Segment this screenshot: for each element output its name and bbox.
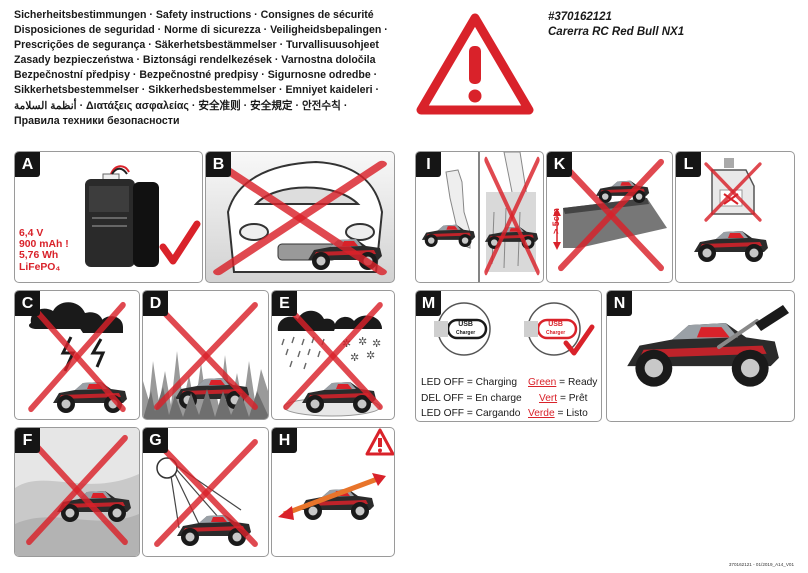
panel-d: D — [142, 290, 269, 420]
battery-chemistry: LiFePO₄ — [19, 261, 61, 273]
warning-triangle-icon — [416, 13, 534, 115]
panel-label: H — [272, 428, 297, 453]
street-traffic-illustration — [206, 152, 394, 282]
panel-label: N — [607, 291, 632, 316]
led-state: Listo — [566, 408, 588, 419]
thunderstorm-illustration — [15, 291, 127, 413]
led-state: Ready — [567, 377, 598, 388]
panel-label: I — [416, 152, 441, 177]
battery-pack-illustration — [85, 165, 201, 267]
led-state: Charging — [475, 377, 517, 388]
panel-label: G — [143, 428, 168, 453]
heading-line: Правила техники безопасности — [14, 114, 180, 127]
status-row: DEL OFF = En charge — [421, 392, 522, 404]
led-state: Prêt — [568, 392, 588, 404]
panel-b: B — [205, 151, 395, 283]
panel-label: E — [272, 291, 297, 316]
panel-g: G — [142, 427, 269, 557]
direct-sunlight-illustration — [143, 428, 268, 556]
heading-line: أنظمة السلامة · Διατάξεις ασφαλείας · 安全… — [14, 99, 348, 112]
status-row: Verde = Listo — [528, 408, 588, 419]
svg-text:✲: ✲ — [358, 335, 367, 348]
panel-h: H — [271, 427, 395, 557]
heading-line: Disposiciones de seguridad · Norme di si… — [14, 24, 388, 37]
led-color: Green — [528, 377, 557, 388]
height-label: > 5cm — [551, 208, 561, 234]
battery-specs: 6,4 V 900 mAh ! 5,76 Wh LiFePO₄ — [19, 228, 69, 273]
tall-grass-illustration — [143, 291, 268, 419]
charger-label: Charger — [546, 330, 566, 336]
panel-k: > 5cm K — [546, 151, 673, 283]
led-label: DEL OFF — [421, 392, 464, 404]
led-state: En charge — [475, 392, 522, 404]
status-row: Green = Ready — [528, 377, 598, 388]
usb-label: USB — [548, 321, 563, 328]
status-row: LED OFF = Charging — [421, 377, 517, 388]
panel-m: USB Charger USB Charger M LED OFF = Char… — [415, 290, 602, 422]
battery-voltage: 6,4 V — [19, 228, 44, 239]
panel-e: ✲✲✲ ✲✲ E — [271, 290, 395, 420]
panel-i: I — [415, 151, 544, 283]
panel-label: B — [206, 152, 231, 177]
panel-label: C — [15, 291, 40, 316]
product-number: #370162121 — [548, 11, 612, 23]
panel-n: N — [606, 290, 795, 422]
safety-heading: Sicherheitsbestimmungen · Safety instruc… — [14, 8, 404, 129]
usb-label: USB — [458, 321, 473, 328]
heading-line: Sikkerhetsbestemmelser · Sikkerhedsbeste… — [14, 84, 380, 97]
hand-water-illustration — [421, 152, 543, 282]
panel-c: C — [14, 290, 140, 420]
heading-line: Sicherheitsbestimmungen · Safety instruc… — [14, 9, 374, 21]
panel-label: L — [676, 152, 701, 177]
product-info: #370162121 Carerra RC Red Bull NX1 — [548, 10, 684, 40]
led-color: Vert — [539, 392, 558, 404]
panel-label: D — [143, 291, 168, 316]
led-color: Verde — [528, 408, 555, 419]
screwdriver-car-illustration — [627, 305, 789, 387]
charger-led-illustration — [434, 302, 595, 356]
svg-text:✲: ✲ — [366, 349, 375, 362]
status-row: Vert = Prêt — [539, 392, 588, 404]
rain-snow-illustration: ✲✲✲ ✲✲ — [277, 291, 394, 417]
panel-a: A 6,4 V 900 mAh ! 5,76 Wh LiFePO₄ — [14, 151, 203, 283]
panel-label: F — [15, 428, 40, 453]
svg-text:✲: ✲ — [350, 351, 359, 364]
svg-text:✲: ✲ — [372, 337, 381, 350]
heading-line: Bezpečnostní předpisy · Bezpečnostné pre… — [14, 69, 378, 82]
document-footer: 370162121 - 01/2019_A14_V01 — [728, 562, 794, 567]
heading-line: Prescrições de segurança · Säkerhetsbest… — [14, 39, 379, 52]
panel-l: L — [675, 151, 795, 283]
ledge-drop-illustration — [553, 152, 667, 282]
range-caution-illustration — [278, 428, 394, 520]
product-name: Carerra RC Red Bull NX1 — [548, 26, 685, 38]
fuel-can-illustration — [694, 158, 768, 262]
led-label: LED OFF — [421, 377, 465, 388]
usb-charger-label-ready: USB Charger — [546, 321, 565, 337]
usb-charger-label-off: USB Charger — [456, 321, 475, 337]
charger-label: Charger — [456, 330, 476, 336]
panel-label: K — [547, 152, 572, 177]
panel-label: A — [15, 152, 40, 177]
battery-energy: 5,76 Wh — [19, 250, 59, 262]
heading-line: Zasady bezpieczeństwa · Biztonsági rende… — [14, 54, 376, 67]
panel-label: M — [416, 291, 441, 316]
charging-status-right: Green = Ready Vert = Prêt Verde = Listo — [528, 375, 598, 421]
led-label: LED OFF — [421, 408, 465, 419]
panel-f: F — [14, 427, 140, 557]
status-row: LED OFF = Cargando — [421, 408, 521, 419]
led-state: Cargando — [475, 408, 521, 419]
battery-capacity: 900 mAh ! — [19, 239, 69, 251]
charging-status-left: LED OFF = Charging DEL OFF = En charge L… — [421, 375, 522, 421]
